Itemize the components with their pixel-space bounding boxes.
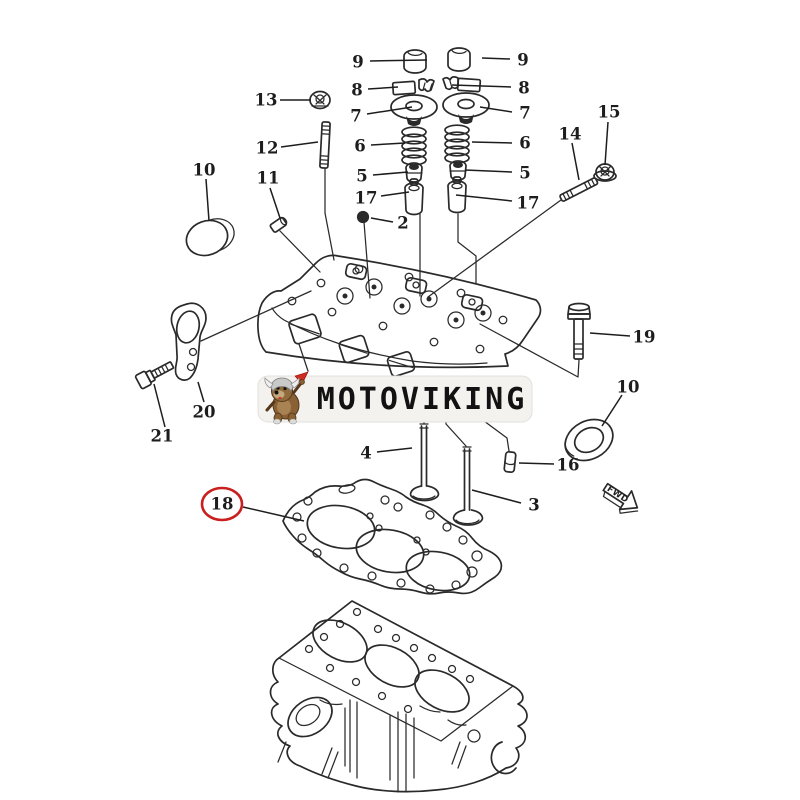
callout-label-6: 6 xyxy=(354,137,365,156)
callout-label-7: 7 xyxy=(519,104,530,123)
cap-plug-part-10-left xyxy=(185,218,235,257)
callout-label-10: 10 xyxy=(617,378,640,397)
fwd-label: FWD xyxy=(605,484,630,505)
valve-cap-left xyxy=(403,49,427,74)
fwd-arrow: FWD xyxy=(602,482,639,514)
callout-leader-11 xyxy=(269,187,281,219)
callout-number-labels: 9 9 8 8 7 7 6 6 5 5 17 17 2 13 12 10 11 15 14 19 10 16 20 21 4 3 1… xyxy=(151,51,656,522)
callout-label-3: 3 xyxy=(528,496,539,515)
callout-leader-16 xyxy=(518,462,555,465)
callout-leader-14 xyxy=(571,142,580,181)
callout-leader-3 xyxy=(471,489,522,504)
callout-label-8: 8 xyxy=(351,81,362,100)
valve-seat-bores xyxy=(336,278,492,329)
callout-leader-6 xyxy=(370,142,406,146)
valve-part-4 xyxy=(409,423,440,502)
valve-guide-left xyxy=(404,178,424,216)
spring-retainer-right xyxy=(442,92,490,124)
valve-keepers-left xyxy=(391,78,435,96)
valve-cap-right xyxy=(447,47,471,72)
head-bolt-part-19 xyxy=(567,302,591,360)
valve-spring-left xyxy=(401,126,427,166)
valve-seal-left xyxy=(405,162,423,183)
callout-leader-8 xyxy=(451,84,512,88)
nut-part-15 xyxy=(593,163,617,182)
stud-part-12 xyxy=(319,121,331,169)
stud-part-14 xyxy=(559,177,599,202)
callout-leader-8 xyxy=(367,86,399,90)
seal-ring-part-10-right xyxy=(564,418,614,462)
brand-watermark: MOTOVIKING xyxy=(257,371,533,425)
callout-leader-9 xyxy=(369,59,428,62)
callout-label-11: 11 xyxy=(257,169,280,188)
callout-label-13: 13 xyxy=(255,91,278,110)
callout-leader-17 xyxy=(455,194,513,202)
callout-leader-20 xyxy=(197,381,205,403)
callout-label-12: 12 xyxy=(256,139,279,158)
callout-label-7: 7 xyxy=(350,107,361,126)
callout-leader-9 xyxy=(481,57,511,60)
callout-label-16: 16 xyxy=(557,456,580,475)
spring-retainer-left xyxy=(390,94,438,126)
callout-label-21: 21 xyxy=(151,427,174,446)
cylinder-head xyxy=(257,254,542,378)
callout-label-4: 4 xyxy=(360,444,371,463)
valve-seat-centers xyxy=(342,284,486,323)
pin-part-16 xyxy=(503,450,517,474)
callout-label-5: 5 xyxy=(356,167,367,186)
valve-guide-right xyxy=(447,176,467,214)
callout-label-19: 19 xyxy=(633,328,656,347)
viking-mascot xyxy=(264,371,309,425)
head-bolt-holes xyxy=(287,264,508,354)
callout-label-8: 8 xyxy=(518,79,529,98)
callout-leader-6 xyxy=(471,141,513,144)
callout-leader-15 xyxy=(604,121,609,166)
callout-leader-2 xyxy=(370,217,394,223)
callout-leader-4 xyxy=(376,447,413,453)
callout-leader-7 xyxy=(366,106,413,115)
callout-label-6: 6 xyxy=(519,134,530,153)
callout-label-15: 15 xyxy=(598,103,621,122)
callout-label-9: 9 xyxy=(352,53,363,72)
lifting-bracket-part-20 xyxy=(170,302,207,381)
plug-part-2 xyxy=(356,210,370,224)
callout-label-17: 17 xyxy=(355,189,378,208)
valve-part-3 xyxy=(452,446,484,526)
callout-leader-5 xyxy=(464,169,513,173)
callout-leader-18 xyxy=(242,506,305,522)
callout-leader-5 xyxy=(372,171,409,176)
block-front-details xyxy=(277,696,517,793)
engine-block xyxy=(269,600,528,793)
callout-label-9: 9 xyxy=(517,51,528,70)
callout-label-20: 20 xyxy=(193,403,216,422)
callout-leader-10 xyxy=(601,394,623,427)
valve-spring-right xyxy=(444,124,470,164)
rocker-posts xyxy=(344,262,484,312)
callout-label-14: 14 xyxy=(559,125,582,144)
callout-leader-19 xyxy=(589,332,631,337)
callout-leader-17 xyxy=(380,191,410,197)
highlight-circle-part-18 xyxy=(200,486,244,522)
callout-leader-lines xyxy=(153,57,631,522)
callout-leader-7 xyxy=(479,106,513,113)
block-deck-holes xyxy=(304,607,475,714)
callout-leader-12 xyxy=(280,141,319,148)
callout-label-5: 5 xyxy=(519,164,530,183)
logo-wordmark: MOTOVIKING xyxy=(317,382,528,417)
callout-leader-21 xyxy=(153,383,166,428)
callout-label-18: 18 xyxy=(211,495,234,514)
callout-label-2: 2 xyxy=(397,214,408,233)
callout-label-17: 17 xyxy=(517,194,540,213)
gasket-holes xyxy=(292,484,483,594)
bolt-part-21 xyxy=(134,361,175,390)
valve-keepers-right xyxy=(442,76,482,93)
logo-panel xyxy=(257,375,533,423)
callout-leader-10 xyxy=(205,178,210,222)
callout-label-10: 10 xyxy=(193,161,216,180)
nut-part-13 xyxy=(309,90,331,110)
dowel-pin-part-11 xyxy=(269,216,288,233)
head-gasket-part-18 xyxy=(282,478,503,595)
